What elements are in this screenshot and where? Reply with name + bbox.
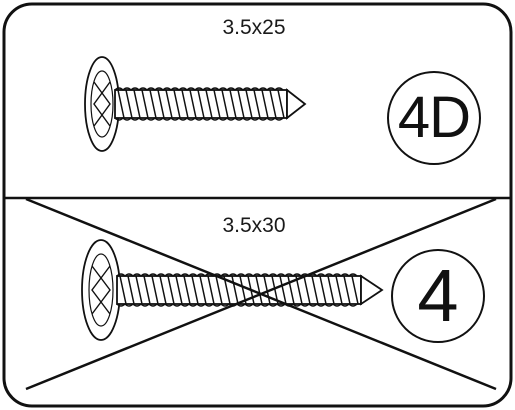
phillips-screw-icon — [81, 239, 384, 341]
part-code-top: 4D — [397, 85, 471, 150]
part-code-badge-bottom: 4 — [391, 249, 485, 343]
part-code-badge-top: 4D — [387, 71, 481, 165]
size-label-bottom: 3.5x30 — [222, 214, 286, 237]
x-cross-out-icon — [25, 197, 497, 391]
part-code-bottom: 4 — [417, 254, 459, 337]
size-label-top: 3.5x25 — [222, 16, 286, 39]
phillips-screw-icon — [84, 56, 307, 152]
